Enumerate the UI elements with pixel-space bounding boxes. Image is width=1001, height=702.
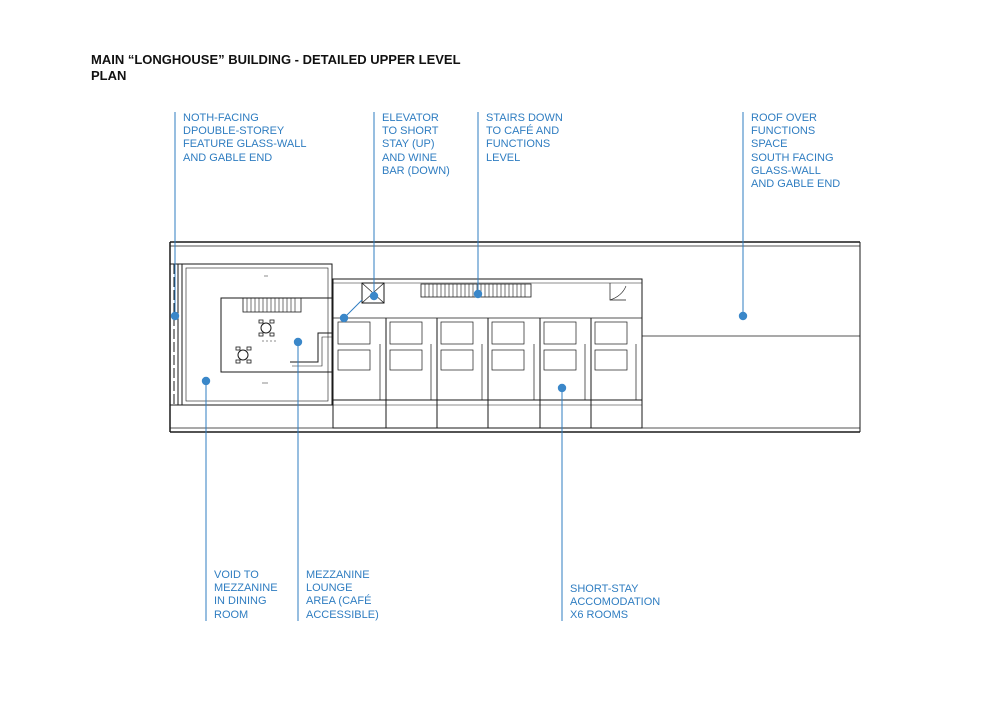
label-line: ACCESSIBLE) <box>306 608 379 621</box>
short-stay-block <box>332 278 643 429</box>
label-line: ELEVATOR <box>382 112 439 124</box>
annotation-markers <box>170 289 748 393</box>
marker-roof <box>738 311 748 321</box>
label-line: ACCOMODATION <box>570 596 661 609</box>
label-line: AND WINE <box>382 151 437 164</box>
label-line: MEZZANINE <box>306 569 370 581</box>
label-line: LEVEL <box>486 151 521 164</box>
leader-lines <box>174 112 744 621</box>
label-line: AREA (CAFÉ <box>306 595 372 608</box>
label-roof: ROOF OVER FUNCTIONS SPACE SOUTH FACING G… <box>751 112 840 191</box>
marker-north-glass-wall <box>170 311 180 321</box>
label-line: LOUNGE <box>306 582 353 595</box>
north-glass-wall <box>170 263 182 406</box>
marker-elevator <box>369 291 379 301</box>
label-line: X6 ROOMS <box>570 609 629 622</box>
label-void: VOID TO MEZZANINE IN DINING ROOM <box>214 569 278 622</box>
label-line: DPOUBLE-STOREY <box>183 125 285 138</box>
label-line: STAIRS DOWN <box>486 112 563 124</box>
label-line: IN DINING <box>214 595 267 608</box>
label-line: FEATURE GLASS-WALL <box>183 138 307 151</box>
label-line: ROOM <box>214 608 249 621</box>
marker-mezzanine <box>293 337 303 347</box>
label-line: SHORT-STAY <box>570 583 639 595</box>
marker-short-stay <box>557 383 567 393</box>
label-line: STAY (UP) <box>382 138 435 151</box>
label-line: NOTH-FACING <box>183 112 259 124</box>
marker-stairs <box>473 289 483 299</box>
label-line: AND GABLE END <box>183 151 273 164</box>
label-line: FUNCTIONS <box>751 125 816 138</box>
label-line: TO CAFÉ AND <box>486 125 560 138</box>
page-title: MAIN “LONGHOUSE” BUILDING - DETAILED UPP… <box>91 52 511 84</box>
label-line: GLASS-WALL <box>751 164 821 177</box>
label-north-glass-wall: NOTH-FACING DPOUBLE-STOREY FEATURE GLASS… <box>183 112 306 165</box>
label-line: AND GABLE END <box>751 178 841 191</box>
label-mezzanine: MEZZANINE LOUNGE AREA (CAFÉ ACCESSIBLE) <box>306 569 379 622</box>
marker-elevator-access <box>339 313 349 323</box>
label-short-stay: SHORT-STAY ACCOMODATION X6 ROOMS <box>570 583 660 623</box>
label-line: FUNCTIONS <box>486 138 551 151</box>
mezzanine-lounge <box>220 275 333 384</box>
building-outline <box>169 241 861 433</box>
label-line: VOID TO <box>214 569 259 581</box>
label-elevator: ELEVATOR TO SHORT STAY (UP) AND WINE BAR… <box>382 112 450 178</box>
label-line: BAR (DOWN) <box>382 164 450 177</box>
label-line: MEZZANINE <box>214 582 278 595</box>
label-stairs: STAIRS DOWN TO CAFÉ AND FUNCTIONS LEVEL <box>486 112 563 165</box>
title-line-2: PLAN <box>91 68 127 83</box>
label-line: TO SHORT <box>382 125 439 138</box>
label-line: ROOF OVER <box>751 112 818 124</box>
label-line: SPACE <box>751 138 788 151</box>
title-line-1: MAIN “LONGHOUSE” BUILDING - DETAILED UPP… <box>91 52 461 67</box>
label-line: SOUTH FACING <box>751 151 834 164</box>
marker-void <box>201 376 211 386</box>
